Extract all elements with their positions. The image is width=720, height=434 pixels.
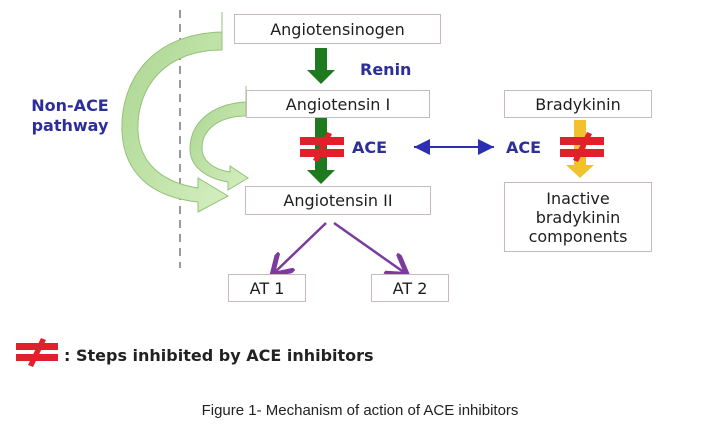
arrow-to-at1 (274, 222, 327, 273)
non-ace-arrow-inner (189, 86, 249, 191)
label-ace-right: ACE (506, 138, 542, 157)
inhibition-icon-ace (300, 132, 344, 162)
node-angiotensin-2: Angiotensin II (245, 186, 431, 215)
node-at2: AT 2 (371, 274, 449, 302)
figure-caption: Figure 1- Mechanism of action of ACE inh… (201, 402, 519, 419)
non-ace-line1: Non-ACE (31, 96, 109, 115)
legend-text: : Steps inhibited by ACE inhibitors (64, 346, 374, 365)
node-inactive-bradykinin: Inactive bradykinin components (504, 182, 652, 252)
node-at1: AT 1 (228, 274, 306, 302)
label-non-ace-pathway: Non-ACE pathway (22, 96, 118, 136)
arrow-to-at2 (333, 221, 405, 273)
non-ace-arrow-outer (121, 12, 230, 213)
label-renin: Renin (360, 60, 412, 79)
non-ace-line2: pathway (31, 116, 109, 135)
inhibition-icon-bradykinin (560, 132, 604, 162)
green-arrow-renin (307, 48, 335, 84)
node-angiotensinogen: Angiotensinogen (234, 14, 441, 44)
node-bradykinin: Bradykinin (504, 90, 652, 118)
node-angiotensin-1: Angiotensin I (246, 90, 430, 118)
legend-inhibition-icon (16, 338, 58, 367)
label-ace-left: ACE (352, 138, 388, 157)
